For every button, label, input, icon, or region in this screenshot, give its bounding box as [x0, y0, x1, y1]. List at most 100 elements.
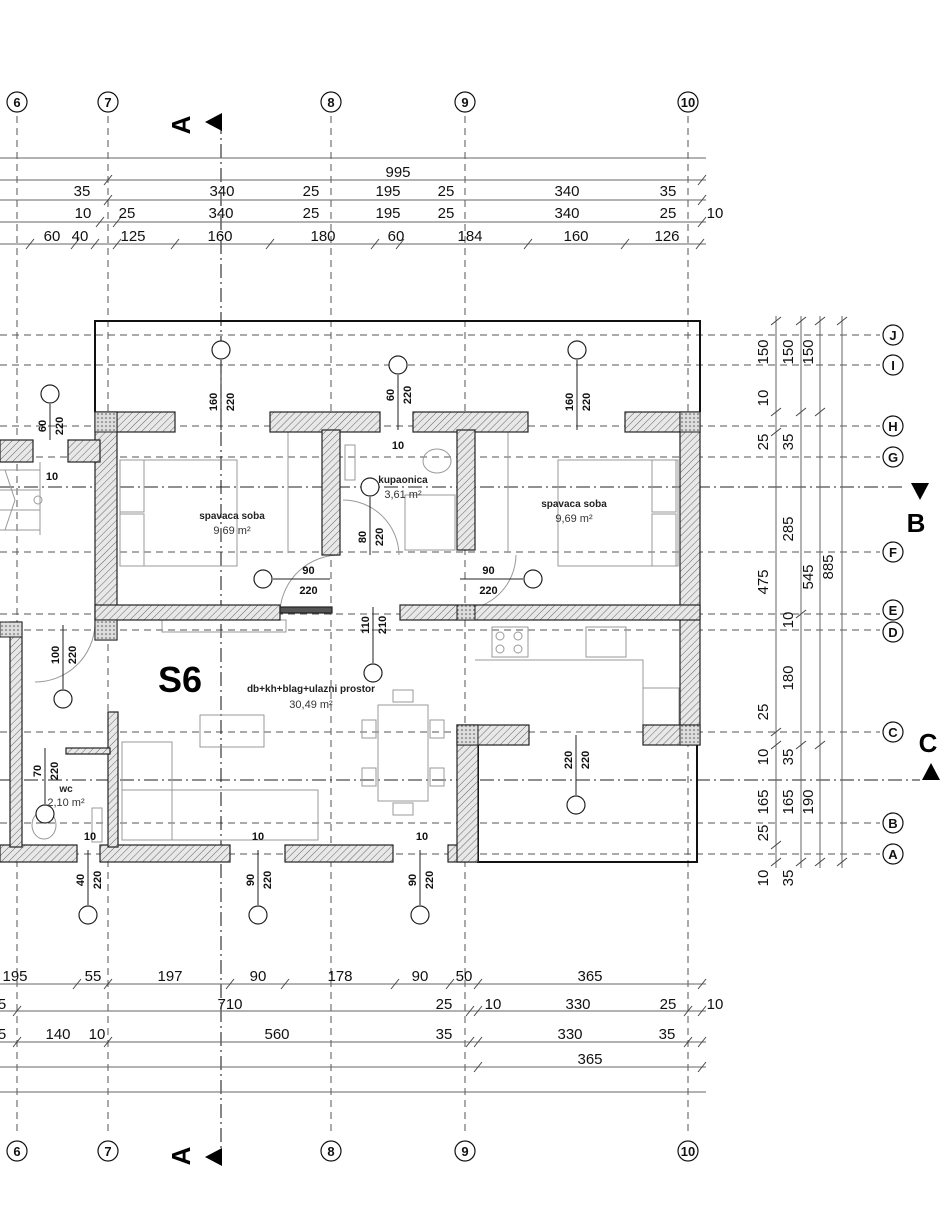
grid-row-bubble [882, 599, 904, 621]
dimension-label: 165 [755, 789, 772, 814]
grid-column-label: 6 [13, 95, 20, 110]
dimension-label: 25 [755, 704, 772, 721]
sill-label: 10 [46, 471, 58, 483]
grid-row-label: B [888, 816, 897, 831]
opening-height: 220 [67, 646, 79, 664]
dimension-label: 150 [755, 339, 772, 364]
room-name: spavaca soba [199, 511, 265, 522]
grid-column-bubble [677, 1140, 699, 1162]
dimension-label: 545 [800, 564, 817, 589]
dimension-label: 165 [780, 789, 797, 814]
grid-row-label: F [889, 545, 897, 560]
sill-label: 10 [416, 831, 428, 843]
grid-row-bubble [882, 721, 904, 743]
opening-height: 220 [479, 585, 497, 597]
room-labels: spavaca soba 9,69 m² kupaonica 3,61 m² s… [47, 475, 607, 809]
walls [0, 411, 701, 863]
dimension-label: 340 [554, 183, 579, 200]
dimension-label: 330 [565, 996, 590, 1013]
toilet-bath [422, 448, 452, 474]
sill-label: 10 [84, 831, 96, 843]
section-arrow-icon [205, 113, 222, 131]
dimension-label: 10 [755, 390, 772, 407]
dimension-label: 365 [577, 1051, 602, 1068]
dimension-label: 195 [2, 968, 27, 985]
grid-row-bubble [882, 812, 904, 834]
sink [344, 444, 356, 481]
opening-marker [566, 795, 586, 815]
room-area: 9,69 m² [213, 525, 251, 537]
opening-marker [567, 340, 587, 360]
grid-column-label: 7 [104, 1144, 111, 1159]
opening-marker [410, 905, 430, 925]
opening-marker [388, 355, 408, 375]
sofa-part [121, 741, 173, 841]
dimension-label: 25 [436, 996, 453, 1013]
dimension-label: 365 [577, 968, 602, 985]
dimension-label: 35 [780, 434, 797, 451]
shower [404, 494, 456, 551]
dimension-label: 140 [45, 1026, 70, 1043]
dimension-label: 5 [0, 1026, 6, 1043]
dimension-label: 40 [72, 228, 89, 245]
grid-column-label: 6 [13, 1144, 20, 1159]
opening-width: 90 [302, 565, 314, 577]
dimension-label: 995 [385, 164, 410, 181]
grid-column-bubble [320, 1140, 342, 1162]
room-name: wc [58, 784, 73, 795]
dimension-label: 35 [436, 1026, 453, 1043]
opening-height: 220 [581, 393, 593, 411]
dimension-label: 126 [654, 228, 679, 245]
dining-table [377, 704, 429, 802]
opening-height: 220 [262, 871, 274, 889]
grid-row-label: C [888, 725, 898, 740]
dimension-label: 25 [755, 434, 772, 451]
dimension-label: 150 [800, 339, 817, 364]
opening-height: 220 [54, 417, 66, 435]
grid-column-label: 7 [104, 95, 111, 110]
dimension-label: 25 [303, 183, 320, 200]
section-a-bottom: A [166, 1146, 196, 1165]
dimension-label: 10 [755, 870, 772, 887]
dimension-label: 184 [457, 228, 482, 245]
opening-width: 90 [482, 565, 494, 577]
section-a-top: A [166, 115, 196, 134]
dimension-label: 197 [157, 968, 182, 985]
bed-right [557, 459, 679, 567]
dimension-label: 35 [74, 183, 91, 200]
dimension-label: 160 [207, 228, 232, 245]
opening-height: 220 [374, 528, 386, 546]
grid-column-bubble [677, 91, 699, 113]
section-b: B [907, 508, 926, 538]
opening-height: 220 [299, 585, 317, 597]
opening-height: 210 [377, 616, 389, 634]
grid-column-label: 10 [681, 95, 695, 110]
room-name: db+kh+blag+ulazni prostor [247, 684, 375, 695]
grid-row-bubble [882, 621, 904, 643]
opening-width: 160 [208, 393, 220, 411]
opening-width: 160 [564, 393, 576, 411]
dimension-label: 5 [0, 996, 6, 1013]
dimension-label: 330 [557, 1026, 582, 1043]
opening-width: 60 [385, 389, 397, 401]
dimension-label: 25 [119, 205, 136, 222]
opening-height: 220 [92, 871, 104, 889]
opening-marker [40, 384, 60, 404]
grid-column-bubble [6, 1140, 28, 1162]
room-area: 3,61 m² [384, 489, 422, 501]
dimension-label: 10 [485, 996, 502, 1013]
dimension-label: 285 [780, 516, 797, 541]
stairs [0, 462, 43, 535]
grid-column-bubble [454, 91, 476, 113]
dimension-label: 90 [412, 968, 429, 985]
grid-row-label: E [889, 603, 898, 618]
opening-width: 70 [32, 765, 44, 777]
dimension-label: 25 [438, 183, 455, 200]
grid-row-label: J [889, 328, 896, 343]
dimension-label: 180 [780, 665, 797, 690]
dimension-label: 885 [820, 554, 837, 579]
grid-column-bubble [454, 1140, 476, 1162]
opening-marker [78, 905, 98, 925]
